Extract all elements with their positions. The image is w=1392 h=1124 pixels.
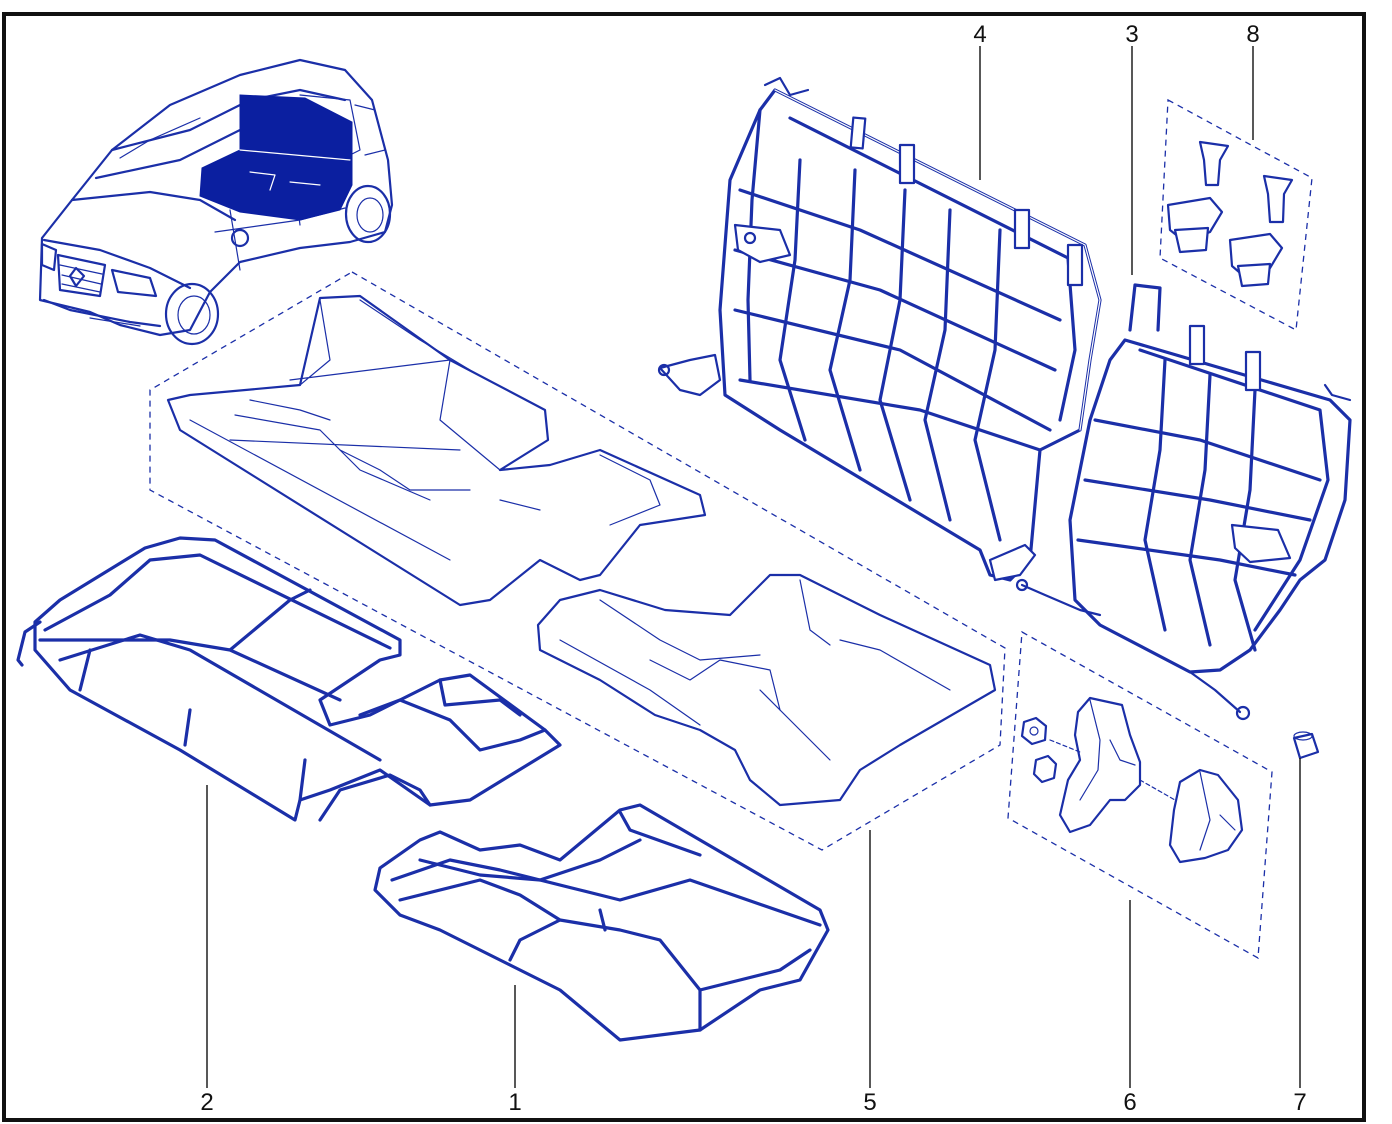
part-2-cushion-frame-large [16, 536, 562, 822]
part-6-hinge-brackets [1007, 630, 1273, 960]
part-5-seat-cushions [149, 271, 1006, 851]
callout-6: 6 [1123, 1089, 1136, 1116]
callout-8: 8 [1246, 21, 1259, 48]
vehicle-illustration [38, 58, 394, 346]
rear-seat-highlight [199, 94, 353, 221]
callout-5: 5 [863, 1089, 876, 1116]
callout-2: 2 [200, 1089, 213, 1116]
part-1-cushion-frame-small [373, 803, 830, 1042]
part-7-bushing [1292, 731, 1320, 760]
part-4-backrest-frame-large [657, 76, 1102, 582]
part-8-headrest-guides [1159, 98, 1313, 332]
callout-7: 7 [1293, 1089, 1306, 1116]
part-3-backrest-frame-small [1015, 283, 1352, 721]
callout-3: 3 [1125, 21, 1138, 48]
callout-4: 4 [973, 21, 986, 48]
callout-1: 1 [508, 1089, 521, 1116]
leader-lines [206, 46, 1301, 1088]
